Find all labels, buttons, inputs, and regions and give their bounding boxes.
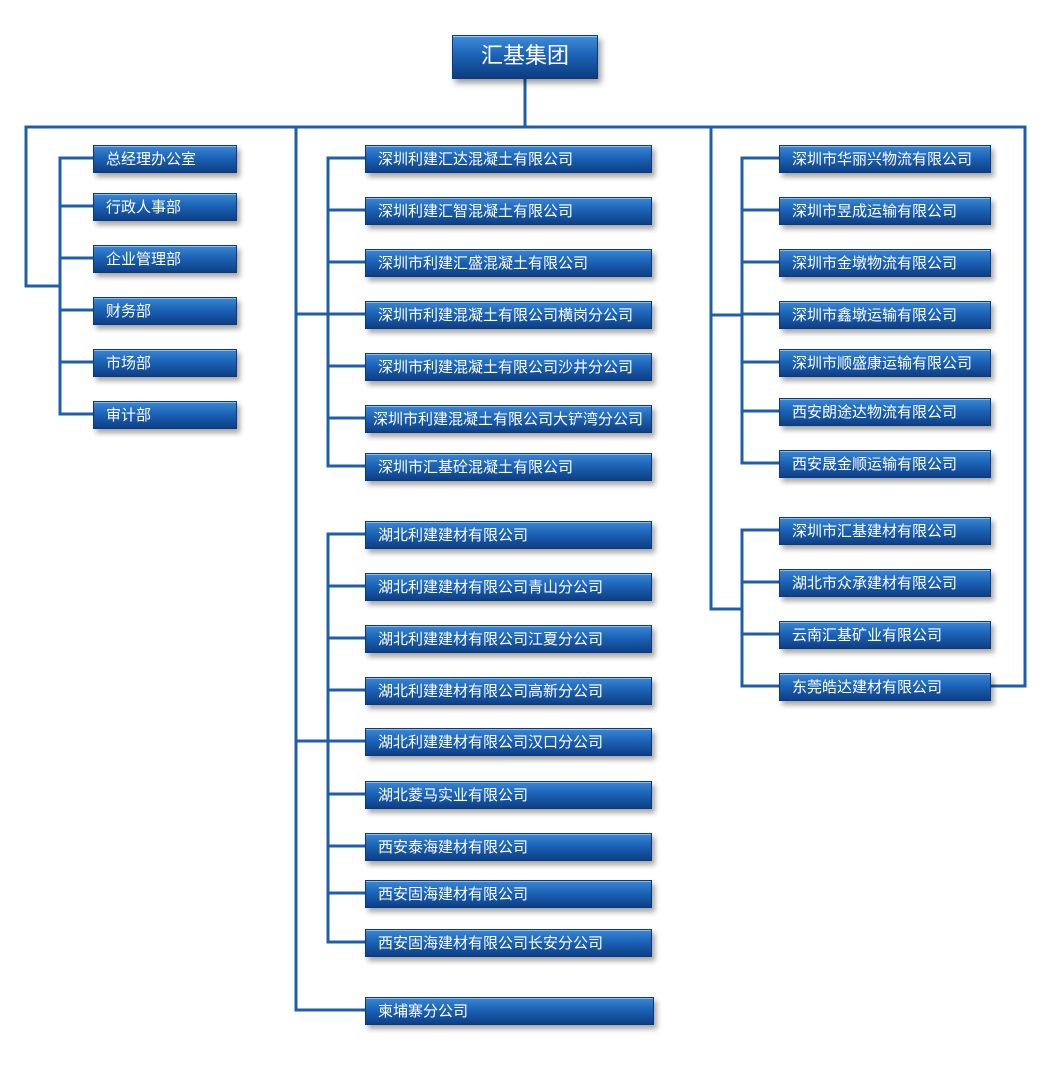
company-node: 湖北利建建材有限公司江夏分公司 bbox=[365, 625, 652, 653]
company-node: 湖北利建建材有限公司汉口分公司 bbox=[365, 728, 652, 756]
company-node: 湖北利建建材有限公司高新分公司 bbox=[365, 677, 652, 705]
company-node: 深圳利建汇智混凝土有限公司 bbox=[365, 197, 652, 225]
company-node: 西安晟金顺运输有限公司 bbox=[779, 450, 991, 478]
company-node: 深圳市汇基建材有限公司 bbox=[779, 517, 991, 545]
company-node: 深圳市鑫墩运输有限公司 bbox=[779, 301, 991, 329]
company-node: 西安固海建材有限公司 bbox=[365, 880, 652, 908]
company-node: 深圳市利建混凝土有限公司横岗分公司 bbox=[365, 301, 652, 329]
company-node: 深圳市汇基砼混凝土有限公司 bbox=[365, 453, 652, 481]
root-node: 汇基集团 bbox=[452, 35, 598, 79]
company-node: 深圳市昱成运输有限公司 bbox=[779, 197, 991, 225]
company-node: 深圳市华丽兴物流有限公司 bbox=[779, 145, 991, 173]
right-trunk bbox=[709, 125, 744, 611]
department-node: 市场部 bbox=[93, 349, 237, 377]
materials-connector bbox=[294, 532, 367, 944]
company-node: 西安朗途达物流有限公司 bbox=[779, 398, 991, 426]
company-node: 深圳市金墩物流有限公司 bbox=[779, 249, 991, 277]
company-node: 柬埔寨分公司 bbox=[365, 997, 654, 1025]
department-node: 行政人事部 bbox=[93, 193, 237, 221]
company-node: 湖北市众承建材有限公司 bbox=[779, 569, 991, 597]
company-node: 西安泰海建材有限公司 bbox=[365, 833, 652, 861]
department-node: 企业管理部 bbox=[93, 245, 237, 273]
company-node: 深圳市利建混凝土有限公司沙井分公司 bbox=[365, 353, 652, 381]
company-node: 云南汇基矿业有限公司 bbox=[779, 621, 991, 649]
concrete-connector bbox=[294, 156, 367, 468]
company-node: 东莞皓达建材有限公司 bbox=[779, 673, 991, 701]
department-node: 审计部 bbox=[93, 401, 237, 429]
department-node: 财务部 bbox=[93, 297, 237, 325]
company-node: 西安固海建材有限公司长安分公司 bbox=[365, 929, 652, 957]
root-connector bbox=[24, 77, 1027, 129]
logistics-connector bbox=[709, 156, 781, 465]
middle-trunk bbox=[294, 125, 367, 1012]
company-node: 深圳市利建汇盛混凝土有限公司 bbox=[365, 249, 652, 277]
company-node: 湖北菱马实业有限公司 bbox=[365, 781, 652, 809]
others-connector bbox=[740, 125, 1027, 688]
company-node: 湖北利建建材有限公司青山分公司 bbox=[365, 573, 652, 601]
company-node: 深圳利建汇达混凝土有限公司 bbox=[365, 145, 652, 173]
company-node: 深圳市利建混凝土有限公司大铲湾分公司 bbox=[365, 405, 652, 433]
departments-connector bbox=[24, 125, 95, 416]
company-node: 湖北利建建材有限公司 bbox=[365, 521, 652, 549]
company-node: 深圳市顺盛康运输有限公司 bbox=[779, 349, 991, 377]
department-node: 总经理办公室 bbox=[93, 145, 237, 173]
